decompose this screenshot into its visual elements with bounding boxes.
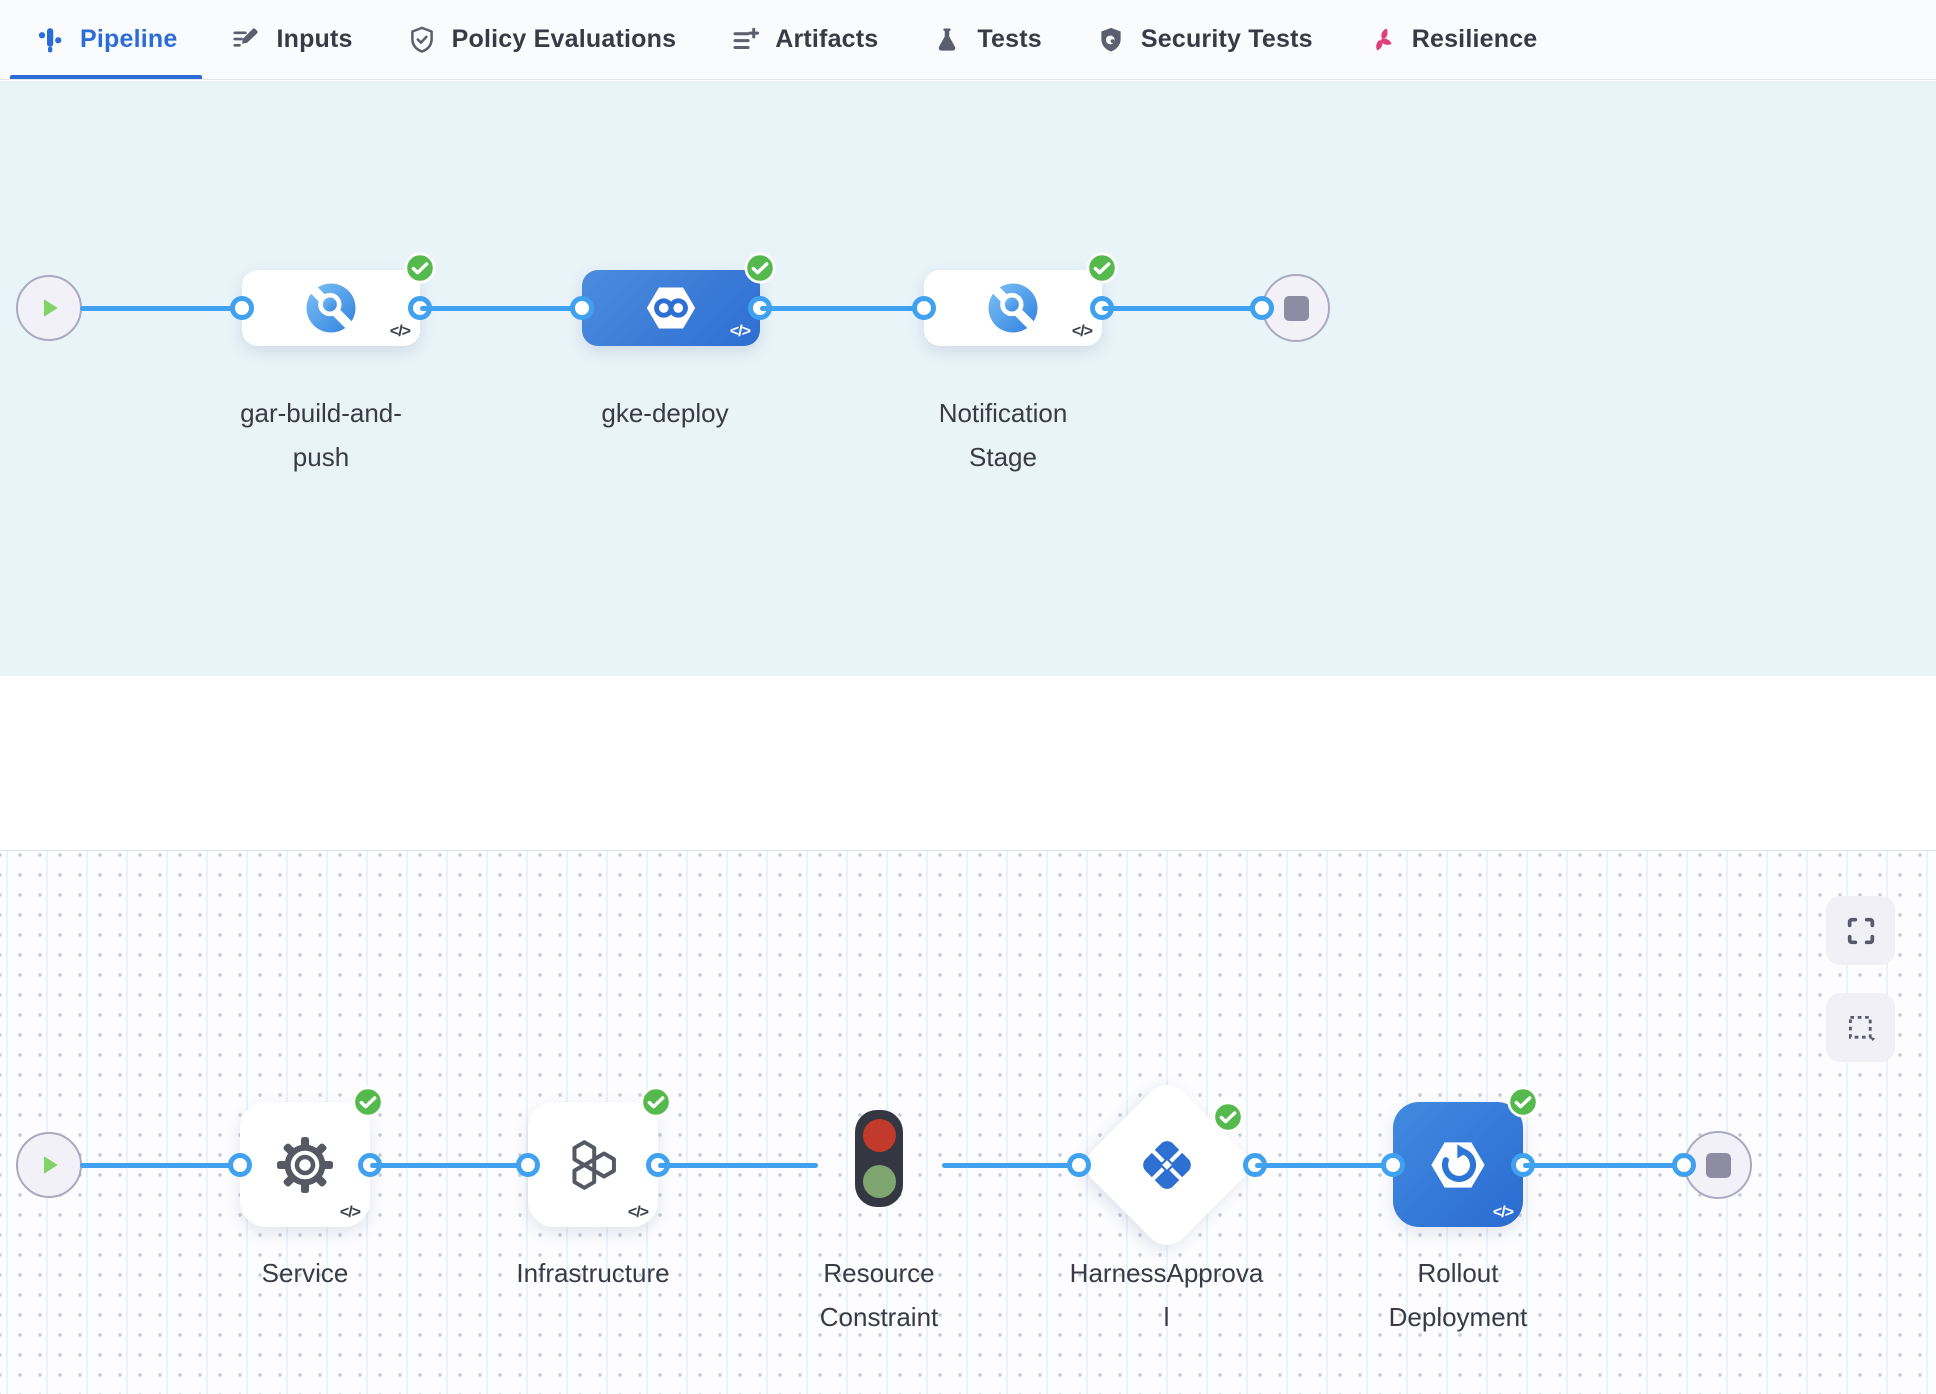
step-resource-constraint[interactable]	[855, 1110, 903, 1207]
tab-tests[interactable]: Tests	[905, 0, 1068, 79]
yaml-code-glyph: </>	[339, 1204, 361, 1221]
traffic-light-red	[862, 1119, 896, 1152]
artifacts-icon	[733, 27, 760, 49]
yaml-code-glyph: </>	[389, 323, 411, 340]
stage-graph-canvas[interactable]: </> </>	[0, 81, 1936, 676]
connector-line	[1102, 306, 1262, 311]
tab-label: Inputs	[276, 25, 353, 53]
success-check-badge	[352, 1086, 384, 1118]
fullscreen-button[interactable]	[1826, 896, 1895, 965]
connector-line	[370, 1163, 528, 1168]
connector-line	[1255, 1163, 1393, 1168]
step-label[interactable]: Resource Constraint	[819, 1258, 939, 1332]
connector-line	[80, 1163, 240, 1168]
execution-details-bar: gke-deploy Started at: 12/27/2023, 1:47:…	[0, 676, 1936, 1394]
connector-dot	[1067, 1153, 1091, 1177]
tab-label: Artifacts	[775, 25, 879, 53]
tab-pipeline[interactable]: Pipeline	[8, 0, 204, 79]
gear-icon	[277, 1136, 333, 1193]
end-node	[1262, 274, 1330, 342]
marquee-select-icon	[1848, 1015, 1875, 1041]
tab-label: Resilience	[1411, 25, 1538, 53]
stage-label[interactable]: gar-build-and-push	[240, 398, 402, 472]
security-tests-icon	[1101, 27, 1121, 51]
step-card-harness-approval[interactable]	[1077, 1075, 1257, 1255]
tab-artifacts[interactable]: Artifacts	[703, 0, 905, 79]
step-card-infrastructure[interactable]: </>	[528, 1102, 658, 1227]
marquee-select-button[interactable]	[1826, 993, 1895, 1062]
step-card-rollout-deployment[interactable]: </>	[1393, 1102, 1523, 1227]
tests-icon	[939, 28, 956, 51]
yaml-code-glyph: </>	[1071, 323, 1093, 340]
stage-card-gar-build-and-push[interactable]: </>	[242, 270, 420, 346]
yaml-code-glyph: </>	[1492, 1204, 1514, 1221]
tab-policy-evaluations[interactable]: Policy Evaluations	[380, 0, 704, 79]
connector-dot	[516, 1153, 540, 1177]
step-label[interactable]: Infrastructure	[516, 1258, 670, 1288]
tab-label: Pipeline	[80, 25, 178, 53]
success-check-badge	[1212, 1101, 1244, 1133]
inputs-icon	[233, 27, 259, 47]
tab-security-tests[interactable]: Security Tests	[1069, 0, 1340, 79]
stage-card-notification-stage[interactable]: </>	[924, 270, 1102, 346]
connector-line	[420, 306, 582, 311]
execution-graph-canvas[interactable]: </> </>	[0, 851, 1936, 1394]
traffic-light-green	[862, 1165, 896, 1198]
fullscreen-icon	[1847, 917, 1874, 944]
tab-label: Policy Evaluations	[451, 25, 677, 53]
approval-icon	[1143, 1141, 1191, 1189]
policy-evaluations-icon	[410, 26, 433, 53]
pipeline-icon	[38, 27, 62, 52]
yaml-code-glyph: </>	[729, 323, 751, 340]
stop-icon	[1283, 295, 1309, 321]
connector-dot	[912, 296, 936, 320]
tab-label: Tests	[977, 25, 1042, 53]
tab-label: Security Tests	[1140, 25, 1313, 53]
success-check-badge	[1086, 252, 1118, 284]
step-label[interactable]: Rollout Deployment	[1388, 1258, 1528, 1332]
tab-resilience[interactable]: Resilience	[1340, 0, 1565, 79]
tab-inputs[interactable]: Inputs	[204, 0, 379, 79]
connector-dot	[1250, 296, 1274, 320]
success-check-badge	[404, 252, 436, 284]
yaml-code-glyph: </>	[627, 1204, 649, 1221]
tab-bar: Pipeline Inputs Policy Evaluations	[0, 0, 1936, 80]
stage-card-gke-deploy[interactable]: </>	[582, 270, 760, 346]
start-node	[16, 275, 82, 341]
play-icon	[44, 1156, 58, 1174]
step-label[interactable]: HarnessApproval	[1069, 1258, 1264, 1332]
stage-label[interactable]: Notification Stage	[938, 398, 1068, 472]
resilience-icon	[1375, 28, 1392, 50]
play-icon	[44, 299, 58, 317]
stop-icon	[1705, 1152, 1731, 1178]
stage-label[interactable]: gke-deploy	[601, 398, 729, 428]
custom-stage-icon	[985, 280, 1041, 336]
connector-line	[942, 1163, 1079, 1168]
start-node	[16, 1132, 82, 1198]
infrastructure-hexagons-icon	[572, 1139, 616, 1190]
cd-stage-icon	[646, 287, 696, 329]
success-check-badge	[744, 252, 776, 284]
connector-line	[658, 1163, 818, 1168]
connector-dot	[230, 296, 254, 320]
success-check-badge	[1507, 1086, 1539, 1118]
rollout-deployment-icon	[1431, 1141, 1485, 1188]
connector-dot	[570, 296, 594, 320]
success-check-badge	[640, 1086, 672, 1118]
connector-line	[1523, 1163, 1684, 1168]
connector-dot	[228, 1153, 252, 1177]
connector-line	[760, 306, 924, 311]
step-label[interactable]: Service	[261, 1258, 349, 1288]
step-card-service[interactable]: </>	[240, 1102, 370, 1227]
ci-stage-icon	[303, 280, 359, 336]
connector-dot	[1672, 1153, 1696, 1177]
connector-line	[80, 306, 242, 311]
connector-dot	[1381, 1153, 1405, 1177]
